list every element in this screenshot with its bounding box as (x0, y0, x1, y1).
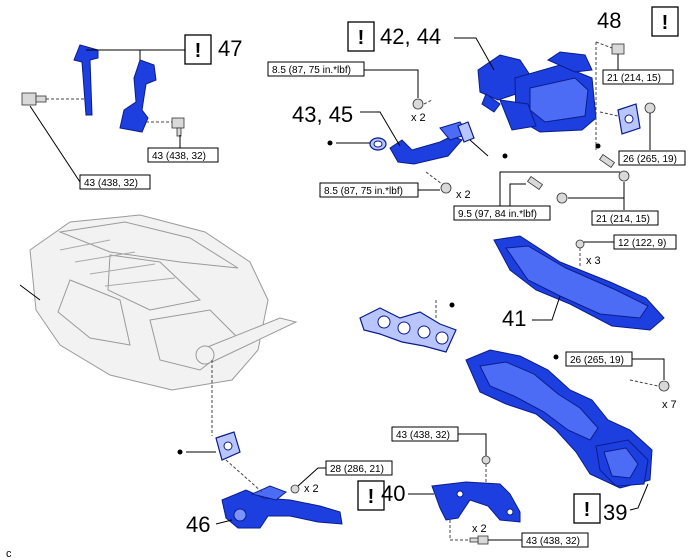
part-40-bracket (431, 481, 521, 523)
quantity-x2: x 2 (472, 523, 487, 535)
nut-icon (556, 192, 568, 204)
gasket-icon (215, 431, 241, 461)
torque-spec-46: 28 (286, 21) (330, 464, 384, 475)
bolt-icon (598, 153, 616, 169)
torque-spec-43-lower: 8.5 (87, 75 in.*lbf) (324, 186, 403, 197)
torque-spec-48-top: 21 (214, 15) (607, 73, 661, 84)
warning-icon (651, 6, 679, 37)
warning-icon-symbol: ! (358, 27, 365, 49)
non-reusable-part-bullet (327, 140, 333, 146)
warning-icon (357, 480, 385, 511)
part-42-44-egr-cooler (477, 51, 597, 133)
nut-icon (644, 102, 656, 114)
quantity-x7: x 7 (662, 399, 677, 411)
part-46-pipe (221, 485, 343, 529)
non-reusable-part-bullet (449, 302, 455, 308)
quantity-x2: x 2 (411, 112, 426, 124)
quantity-x2: x 2 (456, 189, 471, 201)
nut-icon (290, 484, 300, 494)
torque-spec-48-bottom: 21 (214, 15) (596, 214, 650, 225)
non-reusable-part-bullet (553, 354, 559, 360)
warning-icon (184, 34, 212, 65)
part-41-heat-insulator (493, 235, 665, 331)
non-reusable-part-bullet (595, 143, 601, 149)
quantity-x2: x 2 (304, 483, 319, 495)
callout-43-45: 43, 45 (292, 102, 353, 127)
nut-icon (658, 380, 670, 392)
figure-corner-code: c (6, 548, 12, 560)
warning-icon-symbol: ! (368, 486, 375, 508)
bolt-icon (440, 182, 452, 194)
engine-block (19, 214, 298, 391)
callout-47: 47 (218, 36, 242, 61)
torque-spec-41: 12 (122, 9) (618, 238, 666, 249)
gasket-icon (369, 137, 387, 151)
nut-icon (618, 170, 630, 182)
bolt-icon (171, 117, 185, 137)
bolt-icon (412, 98, 424, 110)
warning-icon (573, 493, 601, 524)
warning-icon-symbol: ! (195, 40, 202, 62)
callout-40: 40 (381, 481, 405, 506)
callout-42-44: 42, 44 (380, 24, 441, 49)
gasket-icon (457, 121, 475, 143)
torque-spec-47-left: 43 (438, 32) (84, 178, 138, 189)
torque-spec-40-lower: 43 (438, 32) (526, 536, 580, 547)
torque-spec-39: 26 (265, 19) (570, 355, 624, 366)
torque-spec-43-upper: 8.5 (87, 75 in.*lbf) (272, 65, 351, 76)
callout-46: 46 (186, 512, 210, 537)
bolt-icon (575, 239, 585, 249)
callout-48: 48 (597, 8, 621, 33)
bolt-icon (611, 43, 625, 55)
torque-spec-47-upper: 43 (438, 32) (152, 151, 206, 162)
quantity-x3: x 3 (586, 255, 601, 267)
torque-spec-center: 9.5 (97, 84 in.*lbf) (458, 209, 537, 220)
gasket-icon (617, 103, 641, 135)
part-43-45-egr-pipe (389, 121, 469, 165)
warning-icon (347, 21, 375, 52)
non-reusable-part-bullet (177, 449, 183, 455)
part-47-bracket (73, 44, 157, 133)
warning-icon-symbol: ! (584, 499, 591, 521)
torque-spec-40-upper: 43 (438, 32) (396, 430, 450, 441)
callout-41: 41 (502, 306, 526, 331)
torque-spec-48-side: 26 (265, 19) (623, 154, 677, 165)
part-39-exhaust-manifold (465, 349, 653, 489)
bolt-icon (526, 175, 544, 191)
bolt-icon (481, 455, 491, 465)
warning-icon-symbol: ! (662, 12, 669, 34)
bolt-icon (21, 92, 47, 106)
non-reusable-part-bullet (502, 153, 508, 159)
gasket-icon (359, 307, 457, 353)
callout-39: 39 (603, 500, 627, 525)
bolt-icon (469, 535, 489, 545)
